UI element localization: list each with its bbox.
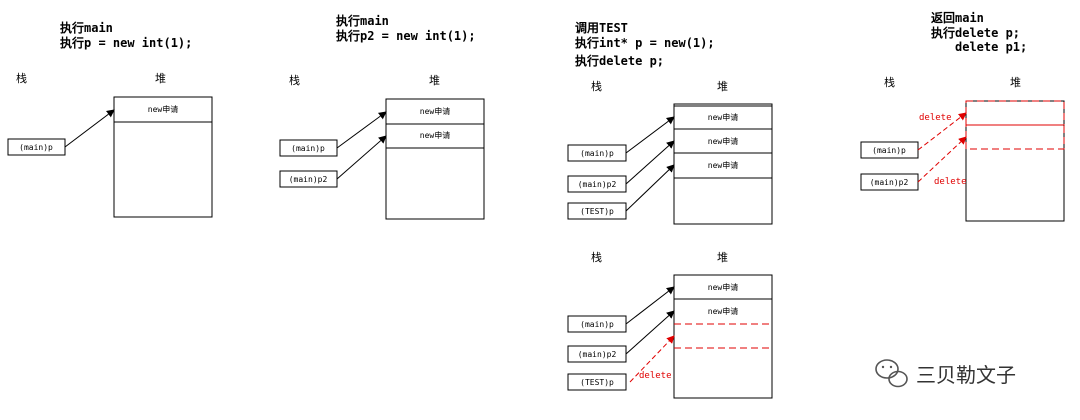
caption-line: 执行main bbox=[60, 20, 113, 35]
stack-var-box bbox=[567, 373, 627, 391]
heap-cell: new申请 bbox=[708, 136, 738, 146]
panel-5: 返回main 执行delete p; delete p1; 栈 堆 (main)… bbox=[860, 10, 1065, 222]
pointer-arrow bbox=[625, 286, 675, 325]
caption-line: 执行int* p = new(1); bbox=[575, 35, 715, 50]
wechat-icon bbox=[875, 359, 908, 388]
pointer-arrow bbox=[336, 111, 387, 149]
caption-line: 执行main bbox=[336, 13, 389, 28]
heap-label: 堆 bbox=[155, 72, 166, 85]
pointer-arrow bbox=[625, 164, 675, 212]
panel-4: 栈 堆 new申请 new申请 (main)p (main)p2 (TEST)p… bbox=[567, 250, 773, 399]
heap-box bbox=[113, 96, 213, 218]
delete-label: delete bbox=[919, 113, 952, 123]
panel-1: 执行main 执行p = new int(1); 栈 堆 new申请 (main… bbox=[7, 20, 213, 218]
heap-label: 堆 bbox=[429, 74, 440, 87]
heap-label: 堆 bbox=[717, 80, 728, 93]
stack-var: (main)p bbox=[872, 146, 906, 155]
heap-box bbox=[385, 98, 485, 220]
heap-box bbox=[673, 103, 773, 225]
panel-2: 执行main 执行p2 = new int(1); 栈 堆 new申请 new申… bbox=[279, 13, 485, 220]
stack-var: (main)p2 bbox=[578, 180, 617, 189]
deleted-pointer-arrow bbox=[629, 335, 675, 383]
watermark-text: 三贝勒文子 bbox=[916, 363, 1016, 387]
deleted-pointer-arrow bbox=[917, 136, 967, 183]
stack-var: (main)p bbox=[580, 320, 614, 329]
heap-cell: new申请 bbox=[708, 160, 738, 170]
caption-line: 执行p2 = new int(1); bbox=[336, 28, 476, 43]
delete-label: delete bbox=[934, 177, 967, 187]
stack-var: (main)p bbox=[291, 144, 325, 153]
pointer-arrow bbox=[64, 109, 115, 148]
panel-3: 调用TEST 执行int* p = new(1); 执行delete p; 栈 … bbox=[567, 21, 773, 225]
caption-line: 执行p = new int(1); bbox=[60, 35, 192, 50]
stack-var: (main)p2 bbox=[578, 350, 617, 359]
heap-cell: new申请 bbox=[148, 104, 178, 114]
caption-line: 执行delete p; bbox=[575, 53, 664, 68]
stack-label: 栈 bbox=[16, 71, 27, 85]
heap-label: 堆 bbox=[717, 251, 728, 264]
stack-var: (TEST)p bbox=[580, 207, 614, 216]
stack-var: (main)p bbox=[19, 143, 53, 152]
delete-label: delete bbox=[639, 371, 672, 381]
caption-line: 执行delete p; bbox=[931, 25, 1020, 40]
stack-label: 栈 bbox=[591, 250, 602, 264]
caption-line: 调用TEST bbox=[575, 21, 628, 35]
stack-var: (TEST)p bbox=[580, 378, 614, 387]
heap-box bbox=[965, 100, 1065, 222]
heap-cell: new申请 bbox=[708, 282, 738, 292]
heap-cell: new申请 bbox=[420, 130, 450, 140]
stack-var: (main)p2 bbox=[870, 178, 909, 187]
stack-var: (main)p2 bbox=[289, 175, 328, 184]
pointer-arrow bbox=[625, 140, 675, 185]
deleted-pointer-arrow bbox=[917, 112, 967, 151]
stack-label: 栈 bbox=[591, 79, 602, 93]
stack-var: (main)p bbox=[580, 149, 614, 158]
heap-box bbox=[673, 274, 773, 399]
caption-line: 返回main bbox=[931, 10, 984, 25]
stack-label: 栈 bbox=[884, 75, 895, 89]
pointer-arrow bbox=[336, 135, 387, 180]
stack-label: 栈 bbox=[289, 73, 300, 87]
heap-label: 堆 bbox=[1010, 76, 1021, 89]
heap-cell: new申请 bbox=[420, 106, 450, 116]
pointer-arrow bbox=[625, 310, 675, 355]
pointer-arrow bbox=[625, 116, 675, 154]
watermark: 三贝勒文子 bbox=[875, 359, 1016, 388]
heap-cell: new申请 bbox=[708, 306, 738, 316]
caption-line: delete p1; bbox=[955, 40, 1027, 54]
freed-cell bbox=[965, 100, 1065, 126]
freed-cell bbox=[965, 124, 1065, 150]
heap-cell: new申请 bbox=[708, 112, 738, 122]
